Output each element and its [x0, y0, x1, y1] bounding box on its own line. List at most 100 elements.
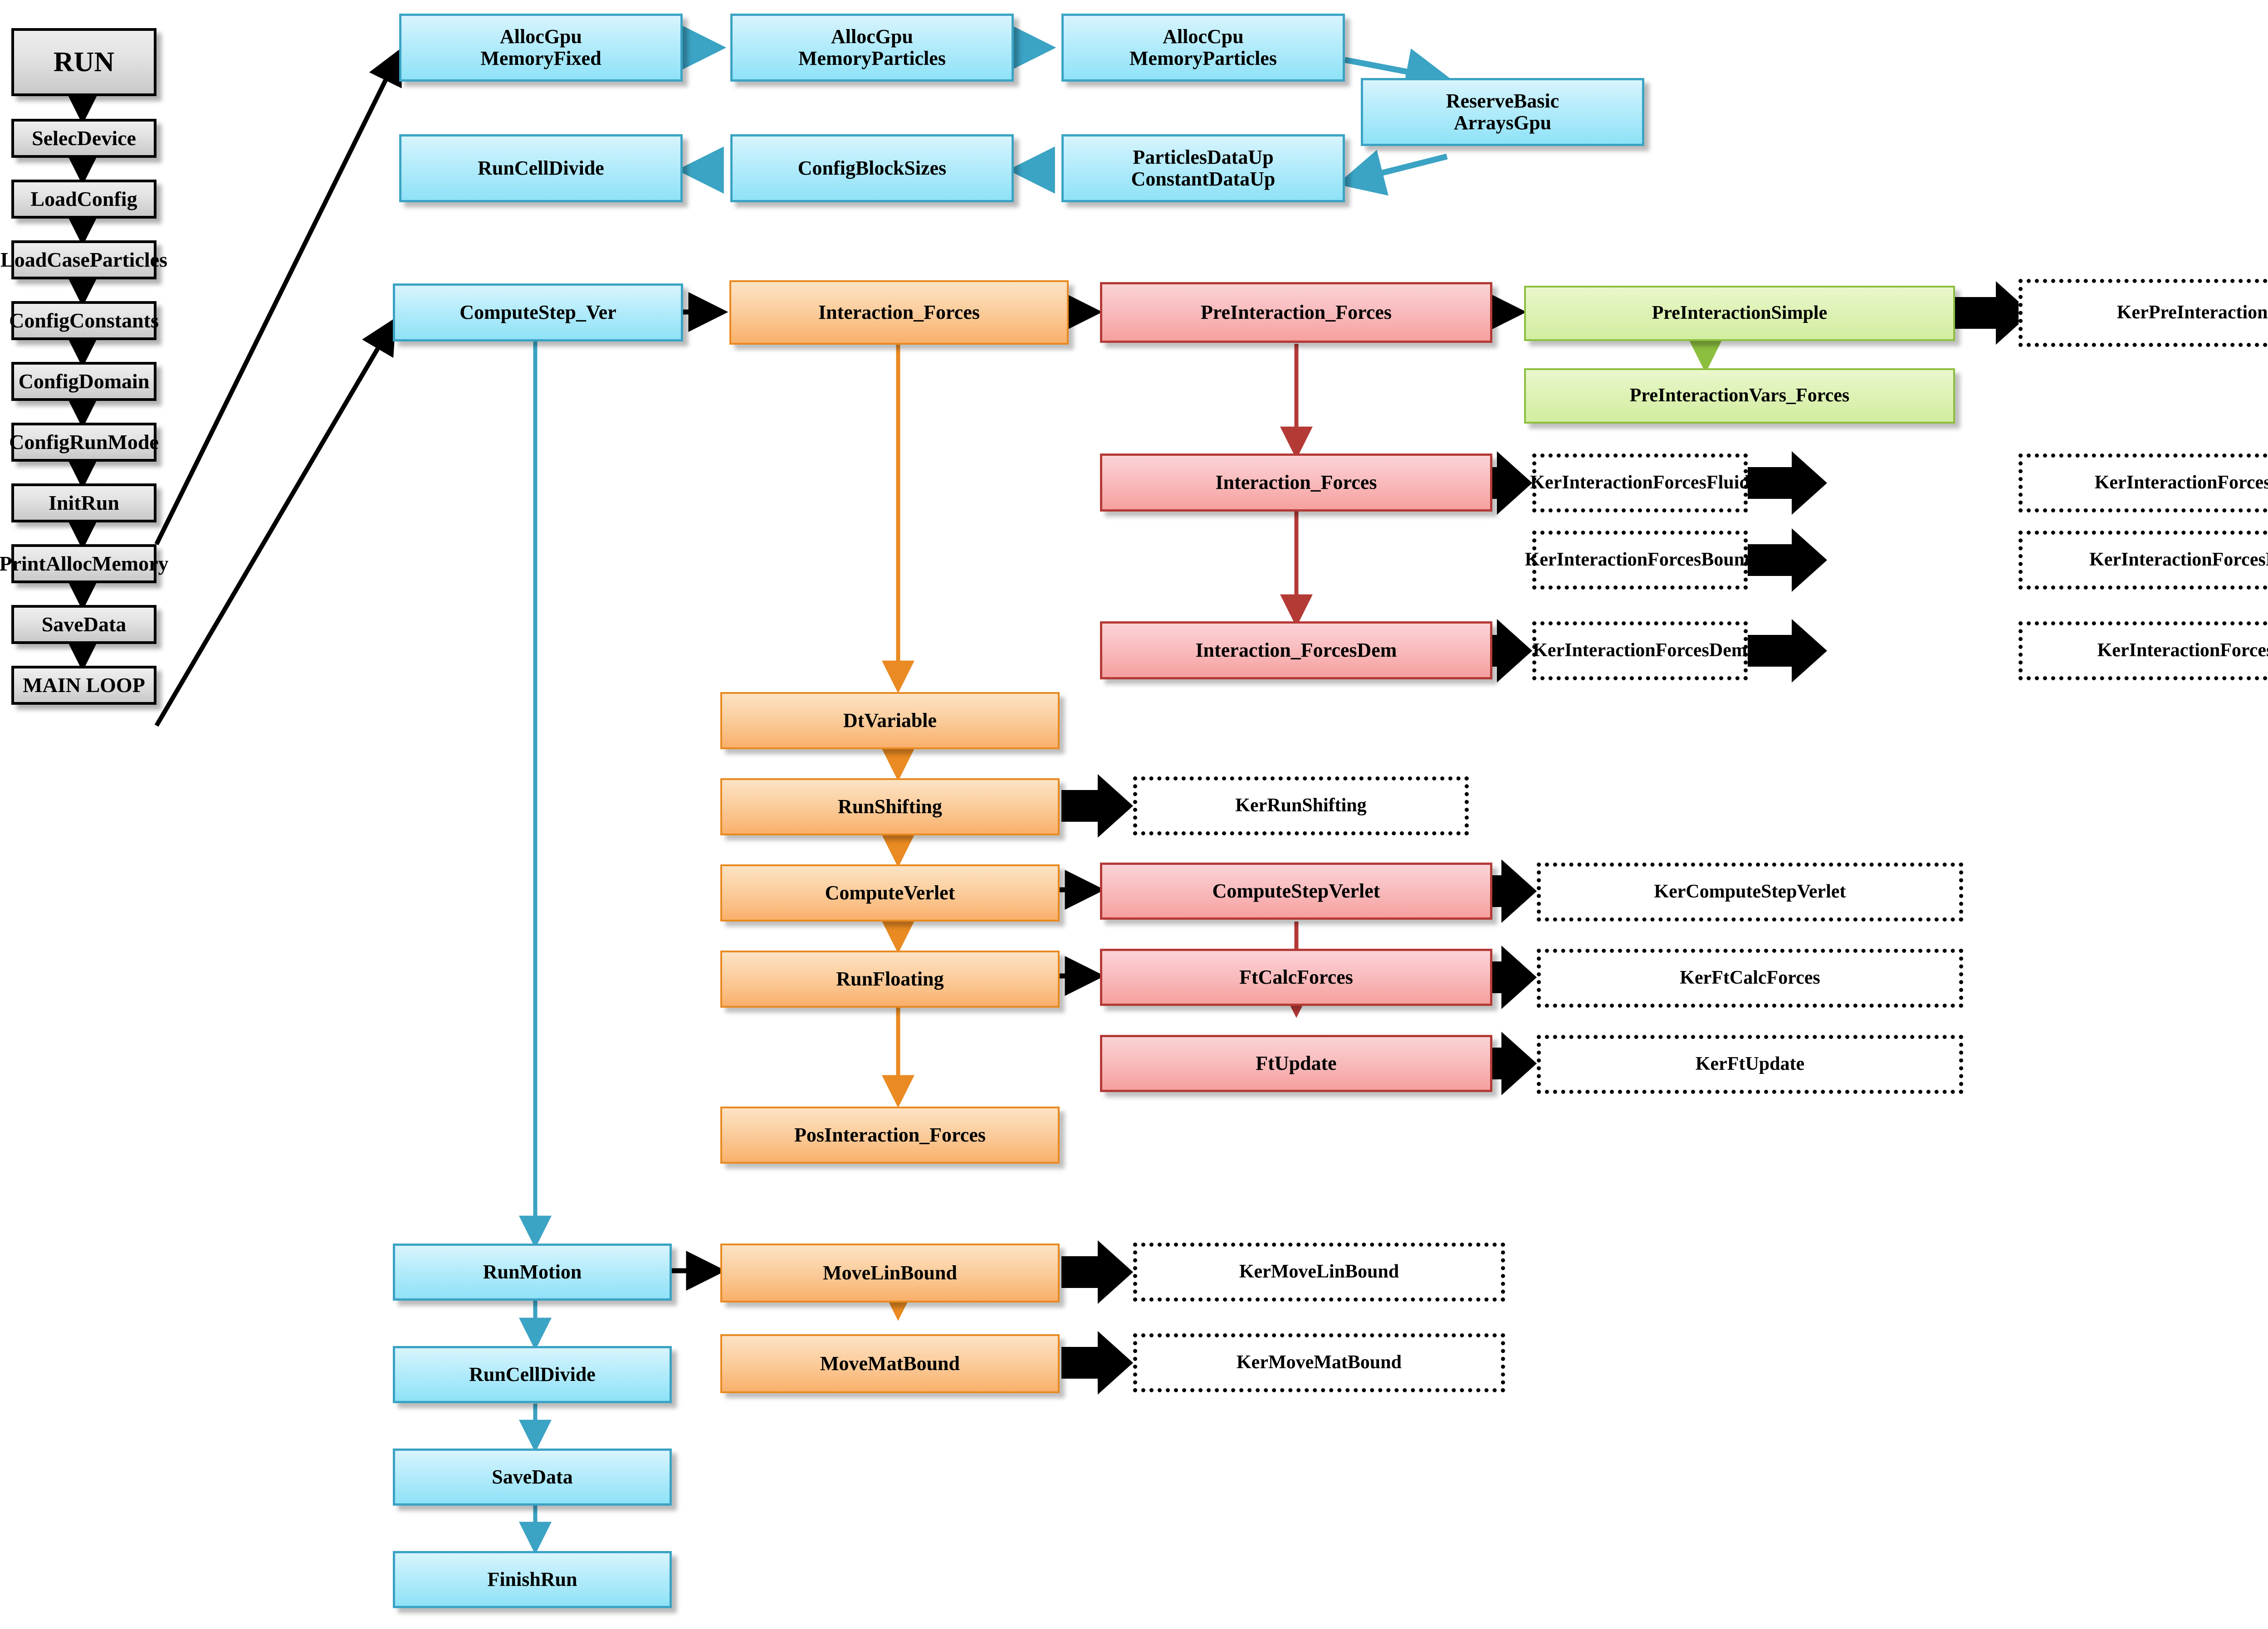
node-selecdevice[interactable]: SelecDevice — [11, 119, 156, 158]
node-label: InitRun — [49, 491, 119, 515]
node-label-line1: ParticlesDataUp — [1133, 146, 1274, 169]
node-label: KerPreInteractionSimple — [2116, 302, 2268, 323]
node-savedata-init[interactable]: SaveData — [11, 605, 156, 644]
node-label: SelecDevice — [32, 127, 136, 150]
node-label: PreInteractionSimple — [1652, 302, 1828, 324]
node-interaction-forces-pink[interactable]: Interaction_Forces — [1100, 454, 1492, 512]
node-loadcaseparticles[interactable]: LoadCaseParticles — [0, 240, 167, 279]
node-label: ConfigBlockSizes — [797, 157, 947, 180]
node-runmotion[interactable]: RunMotion — [393, 1244, 672, 1301]
node-movematbound[interactable]: MoveMatBound — [720, 1334, 1060, 1393]
node-kerinteractionforcesbound[interactable]: KerInteractionForcesBound — [1525, 531, 1755, 590]
node-kerpreinteractionsimple[interactable]: KerPreInteractionSimple — [2019, 279, 2268, 347]
node-configblocksizes[interactable]: ConfigBlockSizes — [730, 134, 1014, 202]
node-label: DtVariable — [843, 709, 937, 732]
node-kermovematbound[interactable]: KerMoveMatBound — [1133, 1333, 1505, 1392]
node-movelinbound[interactable]: MoveLinBound — [720, 1244, 1060, 1302]
node-interaction-forces-orange[interactable]: Interaction_Forces — [729, 280, 1069, 345]
node-ftcalcforces[interactable]: FtCalcForces — [1100, 949, 1492, 1006]
node-runcelldivide-loop[interactable]: RunCellDivide — [393, 1346, 672, 1403]
node-kerftupdate[interactable]: KerFtUpdate — [1537, 1035, 1963, 1094]
node-configconstants[interactable]: ConfigConstants — [9, 301, 159, 340]
node-loadconfig[interactable]: LoadConfig — [11, 180, 156, 219]
node-label: MAIN LOOP — [23, 673, 145, 697]
node-configrunmode[interactable]: ConfigRunMode — [9, 423, 159, 462]
node-preinteraction-forces[interactable]: PreInteraction_Forces — [1100, 282, 1492, 343]
node-kerinteractionforcesdem[interactable]: KerInteractionForcesDem — [1532, 621, 1748, 680]
node-main-loop[interactable]: MAIN LOOP — [11, 666, 156, 705]
node-kerinteractionforcesdembox[interactable]: KerInteractionForcesDemBox — [2019, 621, 2268, 680]
node-label: KerFtUpdate — [1695, 1053, 1805, 1075]
node-printallocmemory[interactable]: PrintAllocMemory — [0, 544, 168, 583]
node-label: ComputeStepVerlet — [1212, 880, 1380, 902]
node-label: LoadConfig — [30, 187, 137, 211]
node-label: KerMoveLinBound — [1239, 1261, 1399, 1283]
node-dtvariable[interactable]: DtVariable — [720, 692, 1060, 749]
node-label-line2: MemoryParticles — [798, 47, 946, 69]
node-kerrunshifting[interactable]: KerRunShifting — [1133, 776, 1469, 835]
node-label-line1: ReserveBasic — [1446, 90, 1559, 112]
node-label: ConfigRunMode — [9, 430, 159, 454]
node-label: RunCellDivide — [469, 1363, 596, 1386]
node-label: PosInteraction_Forces — [794, 1124, 986, 1146]
node-label: LoadCaseParticles — [0, 248, 167, 272]
node-interaction-forcesdem[interactable]: Interaction_ForcesDem — [1100, 621, 1492, 679]
node-alloccpumemoryparticles[interactable]: AllocCpu MemoryParticles — [1061, 14, 1345, 82]
node-preinteractionvars-forces[interactable]: PreInteractionVars_Forces — [1524, 368, 1955, 424]
node-runshifting[interactable]: RunShifting — [720, 778, 1060, 835]
node-label-line1: AllocCpu — [1163, 25, 1244, 48]
node-label: MoveLinBound — [823, 1262, 957, 1284]
node-computestep-ver[interactable]: ComputeStep_Ver — [393, 283, 683, 341]
node-configdomain[interactable]: ConfigDomain — [11, 362, 156, 401]
node-label: KerInteractionForcesFluid — [1530, 472, 1750, 493]
node-label: KerInteractionForcesDemBox — [2097, 640, 2268, 661]
node-allocgpumemoryparticles[interactable]: AllocGpu MemoryParticles — [730, 14, 1014, 82]
node-runfloating[interactable]: RunFloating — [720, 951, 1060, 1008]
node-kercomputestepverlet[interactable]: KerComputeStepVerlet — [1537, 863, 1963, 922]
node-label: PreInteractionVars_Forces — [1629, 385, 1850, 406]
node-label: ComputeStep_Ver — [459, 301, 616, 324]
node-label-line2: ArraysGpu — [1453, 112, 1552, 134]
node-kerinteractionforcesfluid[interactable]: KerInteractionForcesFluid — [1530, 454, 1750, 512]
node-label: KerInteractionForcesBound — [1525, 549, 1755, 571]
node-label: Interaction_ForcesDem — [1195, 639, 1397, 662]
node-kermovelinbound[interactable]: KerMoveLinBound — [1133, 1243, 1505, 1302]
node-label-line2: MemoryFixed — [480, 47, 601, 69]
node-label-line1: AllocGpu — [831, 25, 913, 48]
node-label: KerInteractionForcesDem — [1533, 640, 1747, 661]
node-label: FinishRun — [487, 1568, 577, 1591]
node-label: MoveMatBound — [820, 1352, 960, 1375]
node-kerinteractionforcesfluidbox[interactable]: KerInteractionForcesFluidBox — [2019, 454, 2268, 512]
node-preinteractionsimple[interactable]: PreInteractionSimple — [1524, 286, 1955, 341]
node-label-line1: AllocGpu — [500, 25, 582, 48]
node-reservebasicarraysgpu[interactable]: ReserveBasic ArraysGpu — [1361, 78, 1644, 146]
node-finishrun[interactable]: FinishRun — [393, 1551, 672, 1608]
node-posinteraction-forces[interactable]: PosInteraction_Forces — [720, 1107, 1060, 1164]
node-kerftcalcforces[interactable]: KerFtCalcForces — [1537, 949, 1963, 1008]
node-label: SaveData — [492, 1466, 573, 1488]
node-ftupdate[interactable]: FtUpdate — [1100, 1035, 1492, 1092]
node-run[interactable]: RUN — [11, 28, 156, 96]
node-label: ConfigConstants — [9, 309, 159, 332]
node-label: ConfigDomain — [18, 370, 150, 393]
node-label: FtUpdate — [1256, 1052, 1337, 1075]
node-label: KerInteractionForcesBoundBox — [2089, 549, 2268, 571]
node-computestepverlet[interactable]: ComputeStepVerlet — [1100, 863, 1492, 920]
node-particlesdataup[interactable]: ParticlesDataUp ConstantDataUp — [1061, 134, 1345, 202]
node-allocgpumemoryfixed[interactable]: AllocGpu MemoryFixed — [399, 14, 683, 82]
node-initrun[interactable]: InitRun — [11, 483, 156, 522]
node-savedata-loop[interactable]: SaveData — [393, 1449, 672, 1506]
node-label: RunCellDivide — [478, 157, 604, 180]
node-label: KerInteractionForcesFluidBox — [2094, 472, 2268, 493]
node-label: RUN — [53, 46, 115, 78]
node-label: Interaction_Forces — [1215, 471, 1377, 494]
node-label: Interaction_Forces — [818, 301, 980, 324]
node-label-line2: ConstantDataUp — [1131, 168, 1276, 190]
node-label: KerComputeStepVerlet — [1654, 881, 1846, 902]
node-kerinteractionforcesboundbox[interactable]: KerInteractionForcesBoundBox — [2019, 531, 2268, 590]
node-runcelldivide-init[interactable]: RunCellDivide — [399, 134, 683, 202]
node-label: RunMotion — [483, 1261, 582, 1283]
node-label: FtCalcForces — [1239, 966, 1353, 989]
node-computeverlet[interactable]: ComputeVerlet — [720, 864, 1060, 922]
node-label: PreInteraction_Forces — [1200, 301, 1392, 324]
